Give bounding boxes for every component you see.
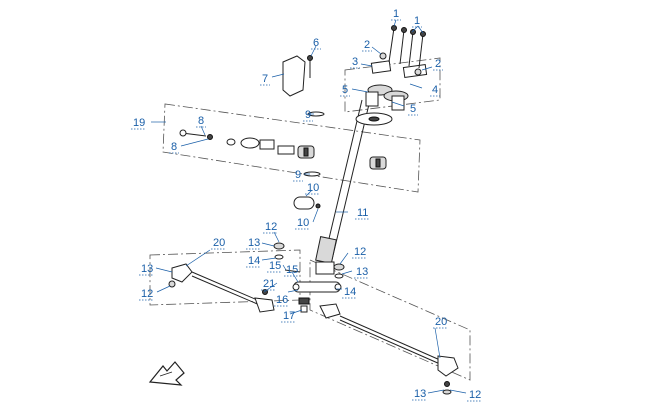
callout-12: 12 [265, 221, 277, 233]
callout-6: 6 [313, 37, 319, 49]
callout-12: 12 [141, 288, 153, 300]
callout-14: 14 [248, 255, 260, 267]
callout-5: 5 [342, 84, 348, 96]
callout-12: 12 [469, 389, 481, 401]
callout-4: 4 [432, 84, 438, 96]
bearing-row [179, 111, 387, 177]
left-tie-rod [168, 263, 275, 313]
steering-shaft [315, 99, 371, 275]
side-bracket [282, 55, 313, 97]
callout-20: 20 [435, 316, 447, 328]
callout-5: 5 [410, 103, 416, 115]
leader-lines [151, 19, 467, 394]
callout-20: 20 [213, 237, 225, 249]
right-tie-rod [319, 303, 459, 395]
bushing [293, 196, 321, 210]
callout-13: 13 [141, 263, 153, 275]
callout-1: 1 [393, 8, 399, 20]
front-direction-arrow [148, 361, 185, 386]
callout-12: 12 [354, 246, 366, 258]
callout-8: 8 [198, 115, 204, 127]
callout-9: 9 [305, 109, 311, 121]
callout-10: 10 [307, 182, 319, 194]
callout-3: 3 [352, 56, 358, 68]
callout-11: 11 [357, 207, 368, 219]
pitman-hardware [273, 242, 345, 313]
callout-17: 17 [283, 310, 295, 322]
callout-13: 13 [414, 388, 426, 400]
callout-1: 1 [414, 15, 420, 27]
callout-8: 8 [171, 141, 177, 153]
callout-7: 7 [262, 73, 268, 85]
callout-9: 9 [295, 169, 301, 181]
callout-19: 19 [133, 117, 145, 129]
callout-13: 13 [356, 266, 368, 278]
callout-2: 2 [435, 58, 441, 70]
callout-underlines [131, 19, 482, 402]
callout-2: 2 [364, 39, 370, 51]
callout-13: 13 [248, 237, 260, 249]
callout-16: 16 [276, 294, 288, 306]
assembly-frames [149, 57, 471, 381]
callout-labels: 1 1 2 2 3 4 5 5 6 7 8 8 9 9 10 10 11 12 … [133, 8, 481, 401]
callout-10: 10 [297, 217, 309, 229]
callout-15: 15 [269, 260, 281, 272]
callout-21: 21 [263, 278, 275, 290]
upper-bracket [355, 25, 428, 126]
callout-15: 15 [286, 264, 298, 276]
callout-14: 14 [344, 286, 356, 298]
